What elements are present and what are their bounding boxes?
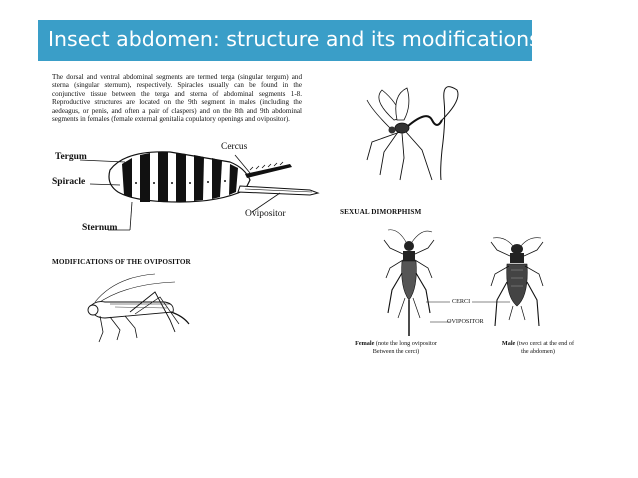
ovipositor-label: Ovipositor bbox=[245, 209, 286, 219]
cerci-label: CERCI bbox=[452, 298, 471, 305]
spiracle-label: Spiracle bbox=[52, 177, 86, 187]
ovipositor-modifications-heading: MODIFICATIONS OF THE OVIPOSITOR bbox=[52, 258, 191, 266]
male-caption: Male (two cerci at the end of the abdome… bbox=[482, 340, 594, 356]
male-cricket-icon bbox=[490, 237, 544, 327]
ichneumon-wasp-icon bbox=[366, 86, 459, 181]
female-caption-bold: Female bbox=[355, 340, 375, 347]
female-caption-text: (note the long ovipositor bbox=[374, 340, 437, 347]
slide-title-bar: Insect abdomen: structure and its modifi… bbox=[38, 20, 540, 61]
female-caption: Female (note the long ovipositor Between… bbox=[338, 340, 454, 356]
katydid-icon bbox=[87, 273, 190, 343]
intro-paragraph: The dorsal and ventral abdominal segment… bbox=[52, 73, 302, 124]
male-caption-line2: the abdomen) bbox=[521, 348, 555, 355]
ovipositor-dimorphism-label: OVIPOSITOR bbox=[447, 318, 484, 325]
sternum-label: Sternum bbox=[82, 223, 118, 233]
dimorphism-leader-lines bbox=[426, 301, 510, 323]
male-caption-bold: Male bbox=[501, 340, 516, 347]
slide-title: Insect abdomen: structure and its modifi… bbox=[48, 27, 540, 51]
sexual-dimorphism-heading: SEXUAL DIMORPHISM bbox=[340, 208, 422, 216]
tergum-label: Tergum bbox=[55, 152, 87, 162]
male-caption-text: (two cerci at the end of bbox=[515, 340, 575, 347]
female-caption-line2: Between the cerci) bbox=[372, 348, 420, 355]
cercus-label: Cercus bbox=[221, 142, 248, 152]
female-cricket-icon bbox=[383, 229, 435, 336]
abdomen-diagram-icon bbox=[79, 151, 320, 231]
